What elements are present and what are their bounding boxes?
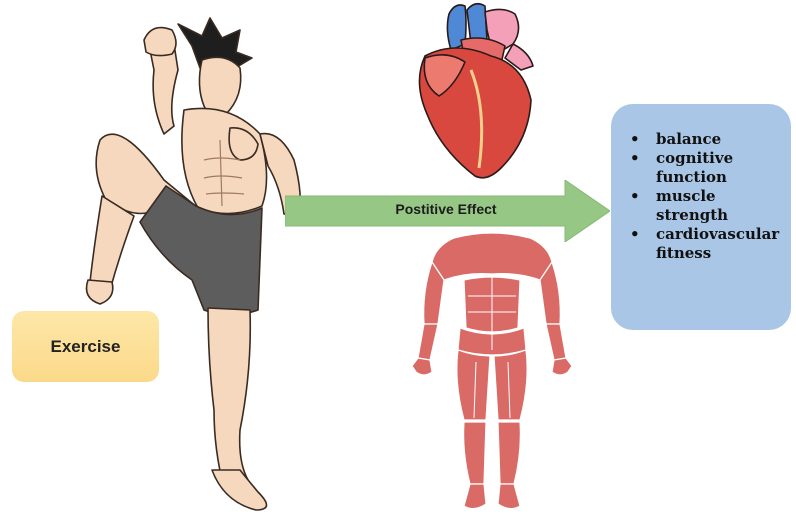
effects-box: balance cognitive function muscle streng… (611, 104, 791, 330)
effect-item: cognitive function (611, 149, 791, 187)
muscular-system-icon (402, 232, 582, 515)
arrow-label: Postitive Effect (336, 201, 556, 217)
fighter-figure-icon (80, 10, 330, 515)
exercise-label: Exercise (51, 337, 121, 357)
effect-item: balance (611, 130, 791, 149)
effect-item: muscle strength (611, 187, 791, 225)
effect-item: cardiovascular fitness (611, 225, 791, 263)
heart-icon (405, 0, 545, 185)
effects-list: balance cognitive function muscle streng… (611, 104, 791, 263)
exercise-box: Exercise (12, 311, 159, 382)
